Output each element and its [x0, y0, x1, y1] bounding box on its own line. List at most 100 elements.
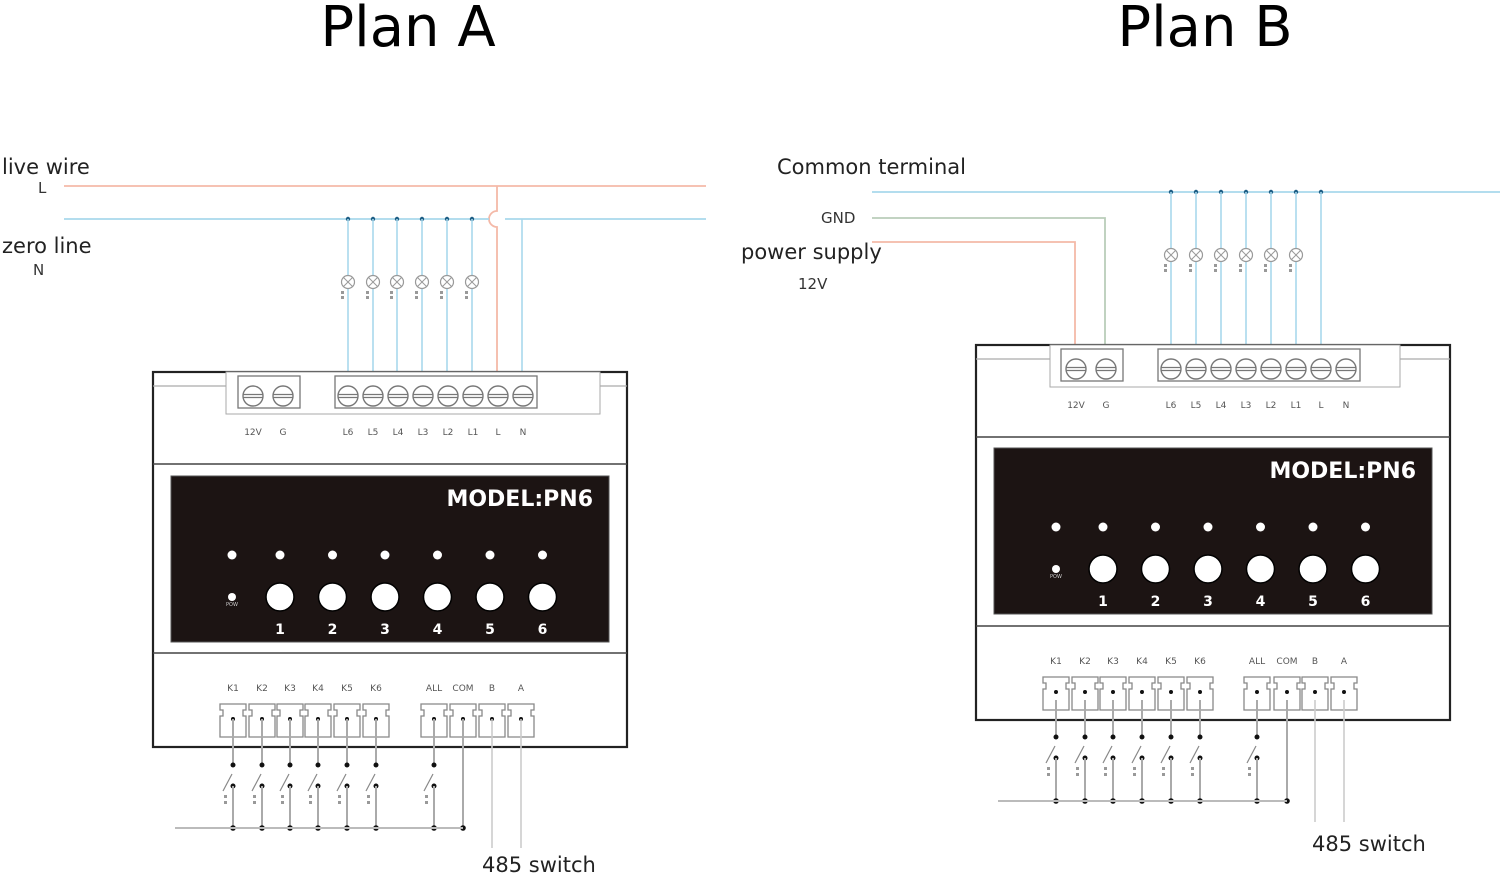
switch-mark	[309, 801, 312, 804]
channel-button-number: 4	[433, 622, 443, 638]
input-terminal-label: K4	[1136, 657, 1148, 667]
lamp-icon	[389, 274, 405, 299]
load-terminal-l	[1310, 358, 1332, 380]
load-terminal-l2	[1260, 358, 1282, 380]
power-terminal-label: G	[1103, 401, 1110, 411]
load-terminal-label: L3	[418, 428, 429, 438]
screw-head-icon	[1210, 358, 1232, 380]
switch-mark	[425, 801, 428, 804]
channel-button-4	[1245, 554, 1276, 584]
input-terminal-label: K3	[284, 684, 296, 694]
screw-head-icon	[1260, 358, 1282, 380]
push-switch-icon	[222, 762, 236, 831]
load-terminal-label: L5	[368, 428, 379, 438]
switch-contact	[1197, 734, 1203, 740]
model-label: MODEL:PN6	[1269, 459, 1416, 484]
screw-head-icon	[1185, 358, 1207, 380]
lamp-mark	[1164, 264, 1167, 267]
load-terminal-label: L2	[1266, 401, 1277, 411]
lamp-mark	[1214, 264, 1217, 267]
load-terminal-l5	[362, 385, 384, 407]
input-terminal-label: B	[489, 684, 495, 694]
terminal-dot	[1285, 690, 1289, 694]
switch-contact	[1110, 734, 1116, 740]
switch-mark	[1248, 767, 1251, 770]
power-terminal-g	[1095, 358, 1117, 380]
terminal-dot	[1083, 690, 1087, 694]
switch-mark	[281, 801, 284, 804]
power-supply-wire	[872, 241, 1076, 362]
load-terminal-l6	[1160, 358, 1182, 380]
input-terminal-k4	[1128, 676, 1156, 711]
gnd-wire	[872, 217, 1106, 362]
load-terminal-label: L1	[468, 428, 479, 438]
switch-contact	[287, 762, 293, 768]
switch-mark	[1248, 773, 1251, 776]
switch-mark	[1047, 773, 1050, 776]
load-terminal-label: L3	[1241, 401, 1252, 411]
lamp-cross	[1291, 250, 1301, 260]
input-terminal-all	[1243, 676, 1271, 711]
switch-mark	[253, 801, 256, 804]
channel-button-6	[527, 582, 558, 612]
input-terminal-k1	[1042, 676, 1070, 711]
load-terminal-l	[487, 385, 509, 407]
channel-led-1	[275, 550, 285, 560]
switch-lever-icon	[423, 773, 434, 792]
terminal-dot	[1255, 690, 1259, 694]
screw-head-icon	[337, 385, 359, 407]
pow-label: POW	[226, 602, 238, 608]
load-terminal-l4	[387, 385, 409, 407]
screw-head-icon	[242, 385, 264, 407]
screw-head-icon	[1160, 358, 1182, 380]
lamp-mark	[415, 296, 418, 299]
switch-mark	[367, 795, 370, 798]
switch-contact	[344, 762, 350, 768]
lamp-mark	[366, 291, 369, 294]
input-terminal-com	[1273, 676, 1301, 711]
power-terminal-12v	[1065, 358, 1087, 380]
load-terminal-l1	[462, 385, 484, 407]
lamp-icon	[1288, 247, 1304, 272]
load-terminal-l6	[337, 385, 359, 407]
channel-led-2	[1151, 522, 1160, 532]
terminal-dot	[1054, 690, 1058, 694]
channel-button-number: 1	[275, 622, 285, 638]
input-terminal-label: K5	[1165, 657, 1177, 667]
lamp-icon	[1213, 247, 1229, 272]
load-terminal-l5	[1185, 358, 1207, 380]
lamp-cross	[467, 277, 477, 287]
switch-lever-icon	[1102, 745, 1113, 764]
input-terminal-label: ALL	[1249, 657, 1265, 667]
channel-led-5	[1308, 522, 1318, 532]
input-terminal-label: K6	[370, 684, 382, 694]
switch-contact	[373, 762, 379, 768]
channel-button-number: 2	[1151, 594, 1161, 610]
channel-button-number: 2	[328, 622, 338, 638]
channel-button-3	[1193, 554, 1223, 584]
led-power-indicator	[227, 550, 237, 560]
lamp-mark	[1239, 264, 1242, 267]
input-terminal-label: ALL	[426, 684, 442, 694]
push-switch-icon	[1246, 734, 1260, 804]
lamp-mark	[1264, 264, 1267, 267]
switch-mark	[1104, 767, 1107, 770]
screw-head-icon	[512, 385, 534, 407]
switch-contact	[1254, 734, 1260, 740]
power-terminal-label: 12V	[1067, 401, 1085, 411]
input-terminal-label: A	[518, 684, 525, 694]
push-switch-icon	[1102, 734, 1116, 804]
switch-mark	[1104, 773, 1107, 776]
load-terminal-label: L	[495, 428, 500, 438]
screw-head-icon	[462, 385, 484, 407]
screw-head-icon	[487, 385, 509, 407]
switch-mark	[224, 801, 227, 804]
lamp-cross	[392, 277, 402, 287]
switch-mark	[338, 795, 341, 798]
live-wire-label: live wire	[2, 155, 90, 179]
screw-head-icon	[437, 385, 459, 407]
input-terminal-b	[1301, 676, 1329, 711]
screw-head-icon	[1095, 358, 1117, 380]
switch-mark	[1133, 773, 1136, 776]
switch-contact	[1053, 734, 1059, 740]
